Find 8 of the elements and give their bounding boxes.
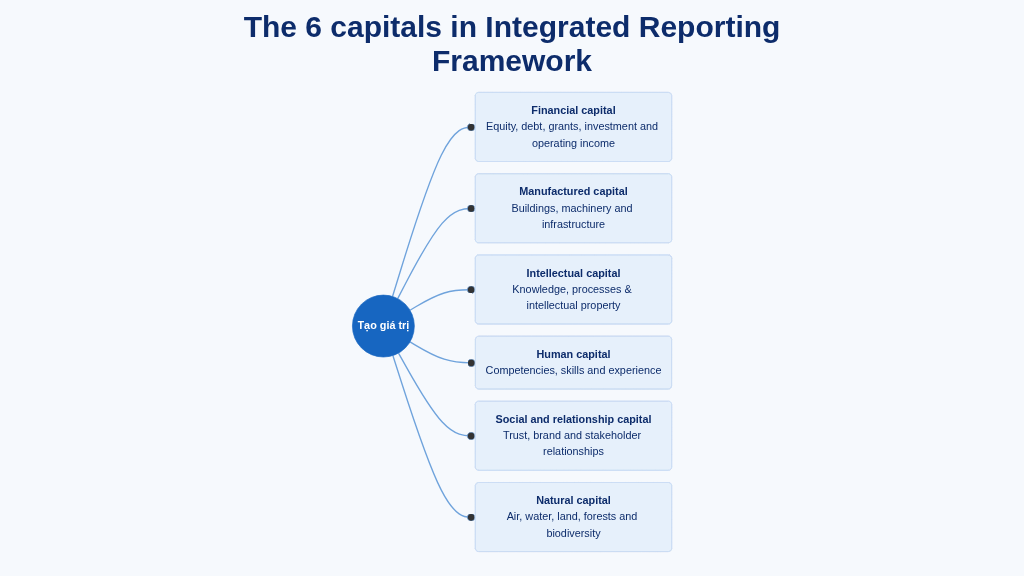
- connector: [409, 285, 477, 311]
- connector: [397, 352, 477, 441]
- connector: [391, 123, 477, 298]
- node-circle: Tạo giá trị: [352, 294, 415, 358]
- title: The 6 capitals in Integrated Reporting Framework: [242, 10, 782, 78]
- connector: [396, 204, 477, 300]
- connector: [392, 354, 477, 522]
- connector: [409, 341, 477, 367]
